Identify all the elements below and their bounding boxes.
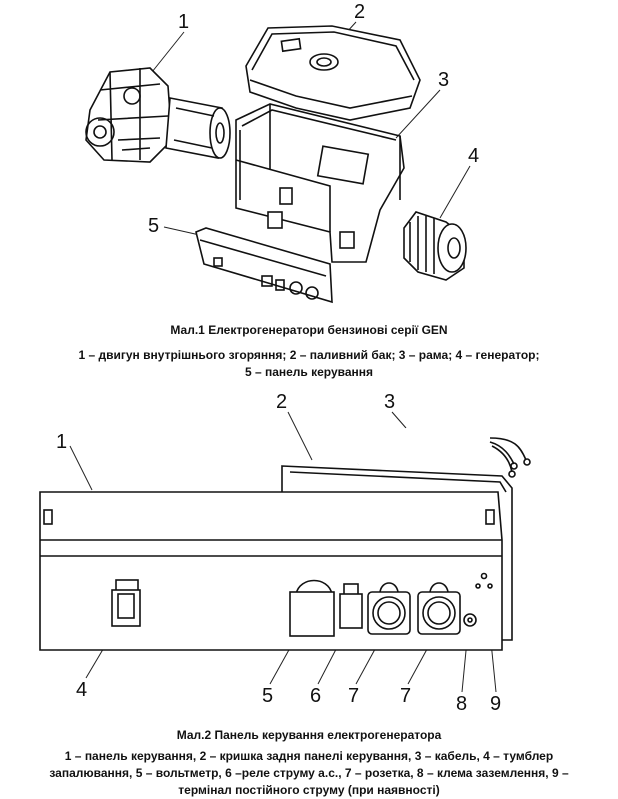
callout-7: 7 <box>348 685 359 707</box>
figure-1-illustration: 1 2 3 4 5 <box>0 0 618 315</box>
callout-6: 6 <box>310 685 321 707</box>
engine-drawing <box>85 67 231 163</box>
figure-2-legend-line-3: термінал постійного струму (при наявност… <box>178 783 440 797</box>
alternator-drawing <box>403 211 467 281</box>
callout-3: 3 <box>438 69 449 91</box>
callout-1: 1 <box>56 431 67 453</box>
figure-2-illustration: 1 2 3 4 5 6 7 7 8 9 <box>0 380 618 720</box>
callout-2: 2 <box>354 1 365 23</box>
fuel-tank-drawing <box>245 25 421 121</box>
figure-1-caption: Мал.1 Електрогенератори бензинові серії … <box>0 322 618 381</box>
callout-4: 4 <box>468 145 479 167</box>
control-panel-front-drawing <box>39 491 503 651</box>
callout-3: 3 <box>384 391 395 413</box>
figure-1-title: Мал.1 Електрогенератори бензинові серії … <box>170 323 448 337</box>
callout-5: 5 <box>262 685 273 707</box>
figure-2-title: Мал.2 Панель керування електрогенератора <box>176 728 442 742</box>
figure-2-legend-line-2: запалювання, 5 – вольтметр, 6 –реле стру… <box>49 766 569 780</box>
callout-1: 1 <box>178 11 189 33</box>
callout-2: 2 <box>276 391 287 413</box>
figure-1-legend-line-2: 5 – панель керування <box>244 365 374 379</box>
callout-5: 5 <box>148 215 159 237</box>
figure-2-caption: Мал.2 Панель керування електрогенератора… <box>0 727 618 799</box>
callout-7b: 7 <box>400 685 411 707</box>
figure-2-legend-line-1: 1 – панель керування, 2 – кришка задня п… <box>64 749 554 763</box>
frame-drawing <box>235 103 405 263</box>
control-panel-drawing <box>195 227 333 304</box>
callout-9: 9 <box>490 693 501 715</box>
figure-1-legend-line-1: 1 – двигун внутрішнього згоряння; 2 – па… <box>78 348 540 362</box>
callout-8: 8 <box>456 693 467 715</box>
cable-drawing <box>355 428 531 478</box>
callout-4: 4 <box>76 679 87 701</box>
